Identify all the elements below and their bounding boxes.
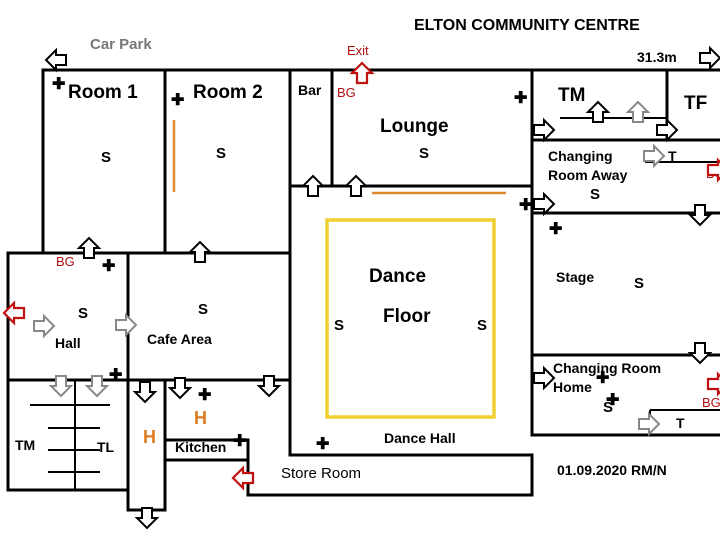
cross-icon: ✚ xyxy=(198,387,211,404)
store-room-label: Store Room xyxy=(281,465,361,482)
t-home-label: T xyxy=(676,415,685,431)
exit-arrow-right-icon xyxy=(706,372,720,396)
s-marker: S xyxy=(334,317,344,334)
arrow-up-icon xyxy=(345,175,367,197)
cross-icon: ✚ xyxy=(514,90,527,107)
page-title: ELTON COMMUNITY CENTRE xyxy=(414,17,640,34)
dance-hall-label: Dance Hall xyxy=(384,430,456,446)
cross-icon: ✚ xyxy=(519,197,532,214)
exit-arrow-left-icon xyxy=(231,466,255,490)
arrow-up-icon xyxy=(189,241,211,263)
grey-arrow-right-icon xyxy=(33,315,55,337)
tm-top-label: TM xyxy=(558,85,585,106)
cross-icon: ✚ xyxy=(549,221,562,238)
arrow-right-icon xyxy=(699,47,720,69)
changing-away-label-2: Room Away xyxy=(548,167,628,183)
bar-label: Bar xyxy=(298,82,322,98)
s-marker: S xyxy=(101,149,111,166)
bg-marker: BG xyxy=(56,254,75,269)
bg-marker: BG xyxy=(702,395,720,410)
cafe-label: Cafe Area xyxy=(147,331,212,347)
arrow-up-icon xyxy=(78,237,100,259)
s-marker: S xyxy=(590,186,600,203)
arrow-down-icon xyxy=(134,381,156,403)
cross-icon: ✚ xyxy=(606,392,619,409)
hall-label: Hall xyxy=(55,335,81,351)
changing-home-label-2: Home xyxy=(553,379,592,395)
s-marker: S xyxy=(419,145,429,162)
lounge-label: Lounge xyxy=(380,116,449,137)
cross-icon: ✚ xyxy=(102,258,115,275)
h-marker: H xyxy=(194,408,207,428)
scale-label: 31.3m xyxy=(637,49,677,65)
arrow-down-icon xyxy=(689,204,711,226)
exit-arrow-icon xyxy=(350,61,374,85)
dance-floor-label-2: Floor xyxy=(383,306,431,327)
arrow-right-icon xyxy=(656,119,678,141)
cross-icon: ✚ xyxy=(316,436,329,453)
h-marker: H xyxy=(143,427,156,447)
tf-label: TF xyxy=(684,93,707,114)
stage-label: Stage xyxy=(556,269,594,285)
kitchen-label: Kitchen xyxy=(175,439,226,455)
changing-away-label-1: Changing xyxy=(548,148,613,164)
bg-marker: BG xyxy=(337,85,356,100)
cross-icon: ✚ xyxy=(171,92,184,109)
arrow-up-icon xyxy=(302,175,324,197)
s-marker: S xyxy=(634,275,644,292)
arrow-right-icon xyxy=(533,367,555,389)
arrow-right-icon xyxy=(533,193,555,215)
grey-arrow-right-icon xyxy=(638,413,660,435)
exit-label: Exit xyxy=(347,43,369,58)
s-marker: S xyxy=(603,399,613,416)
grey-arrow-right-icon xyxy=(115,314,137,336)
s-marker: S xyxy=(78,305,88,322)
t-away-label: T xyxy=(668,148,677,164)
date-note: 01.09.2020 RM/N xyxy=(557,462,667,478)
s-marker: S xyxy=(198,301,208,318)
tl-label: TL xyxy=(97,439,115,455)
cross-icon: ✚ xyxy=(52,76,65,93)
cross-icon: ✚ xyxy=(233,433,246,450)
changing-home-label-1: Changing Room xyxy=(553,360,661,376)
dance-floor-border xyxy=(325,218,496,419)
tm-bottom-label: TM xyxy=(15,437,35,453)
arrow-right-icon xyxy=(533,119,555,141)
fire-point-icons: ✚ ✚ ✚ ✚ ✚ ✚ ✚ ✚ ✚ ✚ ✚ ✚ xyxy=(52,76,619,453)
room1-label: Room 1 xyxy=(68,82,138,103)
s-marker: S xyxy=(216,145,226,162)
cross-icon: ✚ xyxy=(596,370,609,387)
dance-floor-label-1: Dance xyxy=(369,266,426,287)
arrow-down-icon xyxy=(689,342,711,364)
arrow-left-icon xyxy=(45,49,67,71)
cross-icon: ✚ xyxy=(109,367,122,384)
room2-label: Room 2 xyxy=(193,82,263,103)
s-marker: S xyxy=(477,317,487,334)
car-park-label: Car Park xyxy=(90,36,152,53)
